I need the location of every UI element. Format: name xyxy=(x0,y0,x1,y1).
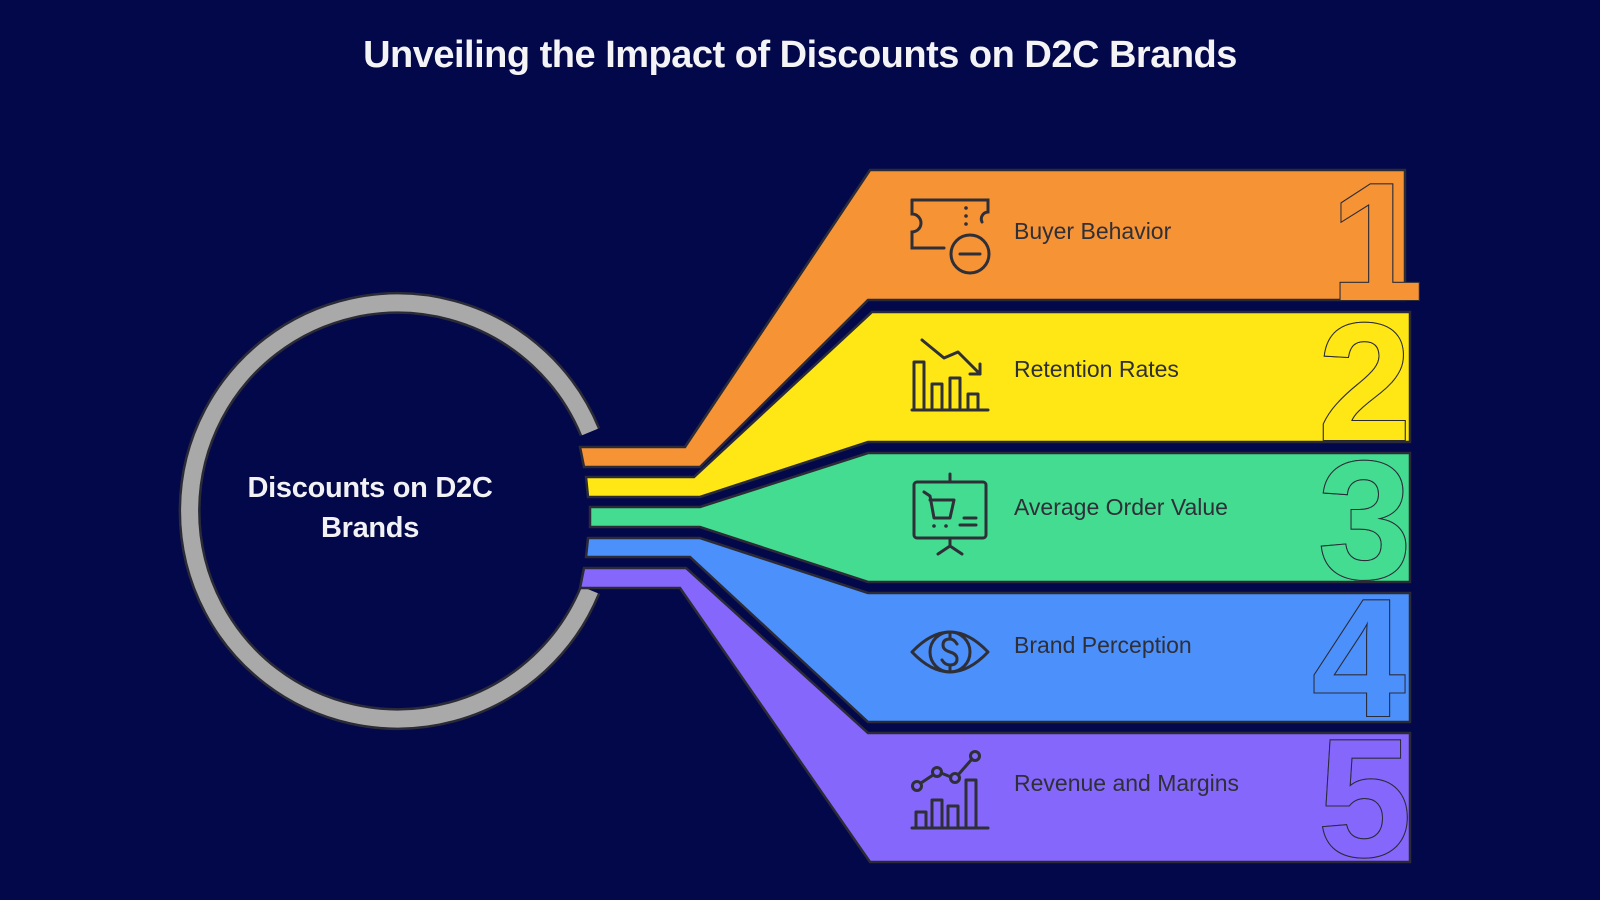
growth-chart-icon xyxy=(908,748,992,832)
declining-bar-chart-icon xyxy=(908,334,992,418)
band-3-number: 3 xyxy=(1318,426,1411,614)
band-2-number: 2 xyxy=(1318,288,1411,476)
page-title: Unveiling the Impact of Discounts on D2C… xyxy=(363,34,1237,76)
band-1-label: Buyer Behavior xyxy=(1014,218,1172,244)
band-2-number-outline: 2 xyxy=(1318,288,1411,476)
band-4-label: Brand Perception xyxy=(1014,632,1192,658)
band-1-number-outline: 1 xyxy=(1330,148,1423,336)
band-5-number: 5 xyxy=(1318,704,1411,892)
band-4-number: 4 xyxy=(1312,564,1405,752)
cart-presentation-board-icon xyxy=(908,472,992,556)
band-2-label: Retention Rates xyxy=(1014,356,1179,382)
band-4-number-outline: 4 xyxy=(1312,564,1405,752)
center-label-line-1: Discounts on D2C xyxy=(247,472,493,504)
center-ring xyxy=(178,292,601,730)
band-5-shape xyxy=(578,566,1412,864)
center-label-line-2: Brands xyxy=(320,512,420,544)
center-label: Discounts on D2C Brands xyxy=(220,468,520,548)
band-3-label: Average Order Value xyxy=(1014,494,1228,520)
eye-dollar-icon xyxy=(908,610,992,694)
band-3-shape xyxy=(588,451,1412,584)
band-5-label: Revenue and Margins xyxy=(1014,770,1240,796)
band-2-shape xyxy=(584,310,1412,499)
band-1-shape xyxy=(578,168,1407,469)
band-4-shape xyxy=(584,536,1412,724)
ticket-minus-icon xyxy=(908,194,992,278)
band-5-number-outline: 5 xyxy=(1318,704,1411,892)
band-3-number-outline: 3 xyxy=(1318,426,1411,614)
band-1-number: 1 xyxy=(1330,148,1423,336)
